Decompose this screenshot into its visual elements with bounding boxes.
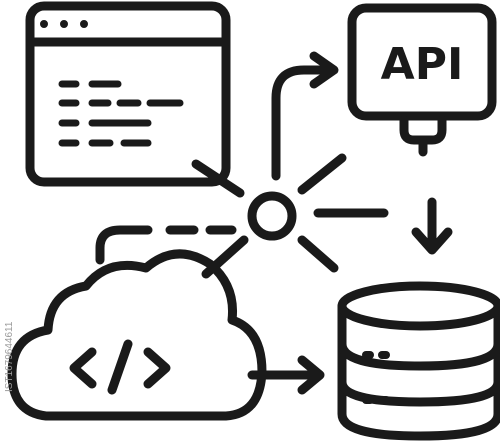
code-slash: [107, 339, 133, 395]
arrow-to-api: [271, 51, 339, 181]
arrow-cloud-to-database: [247, 355, 325, 395]
dashed-link-cloud-hub: [95, 225, 237, 265]
hub-icon: [191, 153, 389, 279]
arrow-api-to-database: [411, 197, 453, 255]
database-icon: [337, 281, 500, 441]
api-icon: [347, 3, 497, 157]
code-bracket-right: [143, 347, 171, 389]
api-label: API: [381, 39, 464, 90]
code-lines: [58, 80, 184, 147]
side-id-text: IST1679644611: [4, 321, 15, 392]
browser-window-icon: [25, 1, 231, 187]
cloud-code-icon: [7, 249, 267, 421]
code-bracket-left: [69, 347, 97, 389]
